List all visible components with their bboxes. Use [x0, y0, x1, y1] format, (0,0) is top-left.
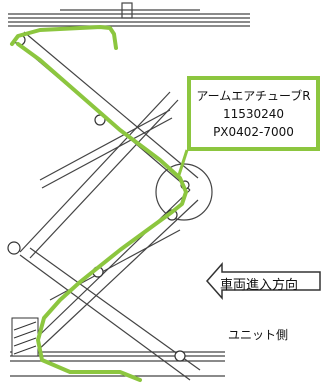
- unit-side-label: ユニット側: [228, 328, 289, 342]
- unit-bracket: [11, 317, 39, 357]
- direction-arrow: [205, 262, 321, 300]
- part-number: 11530240: [222, 106, 285, 121]
- callout-leader: [176, 149, 189, 179]
- direction-label: 車両進入方向: [220, 278, 299, 293]
- top-platform: [8, 2, 250, 27]
- air-tube-route: [10, 25, 188, 382]
- part-name: アームエアチューブR: [196, 88, 311, 103]
- part-callout: アームエアチューブR 11530240 PX0402-7000: [187, 76, 320, 151]
- scissor-arms: [13, 31, 201, 381]
- model-code: PX0402-7000: [213, 124, 294, 139]
